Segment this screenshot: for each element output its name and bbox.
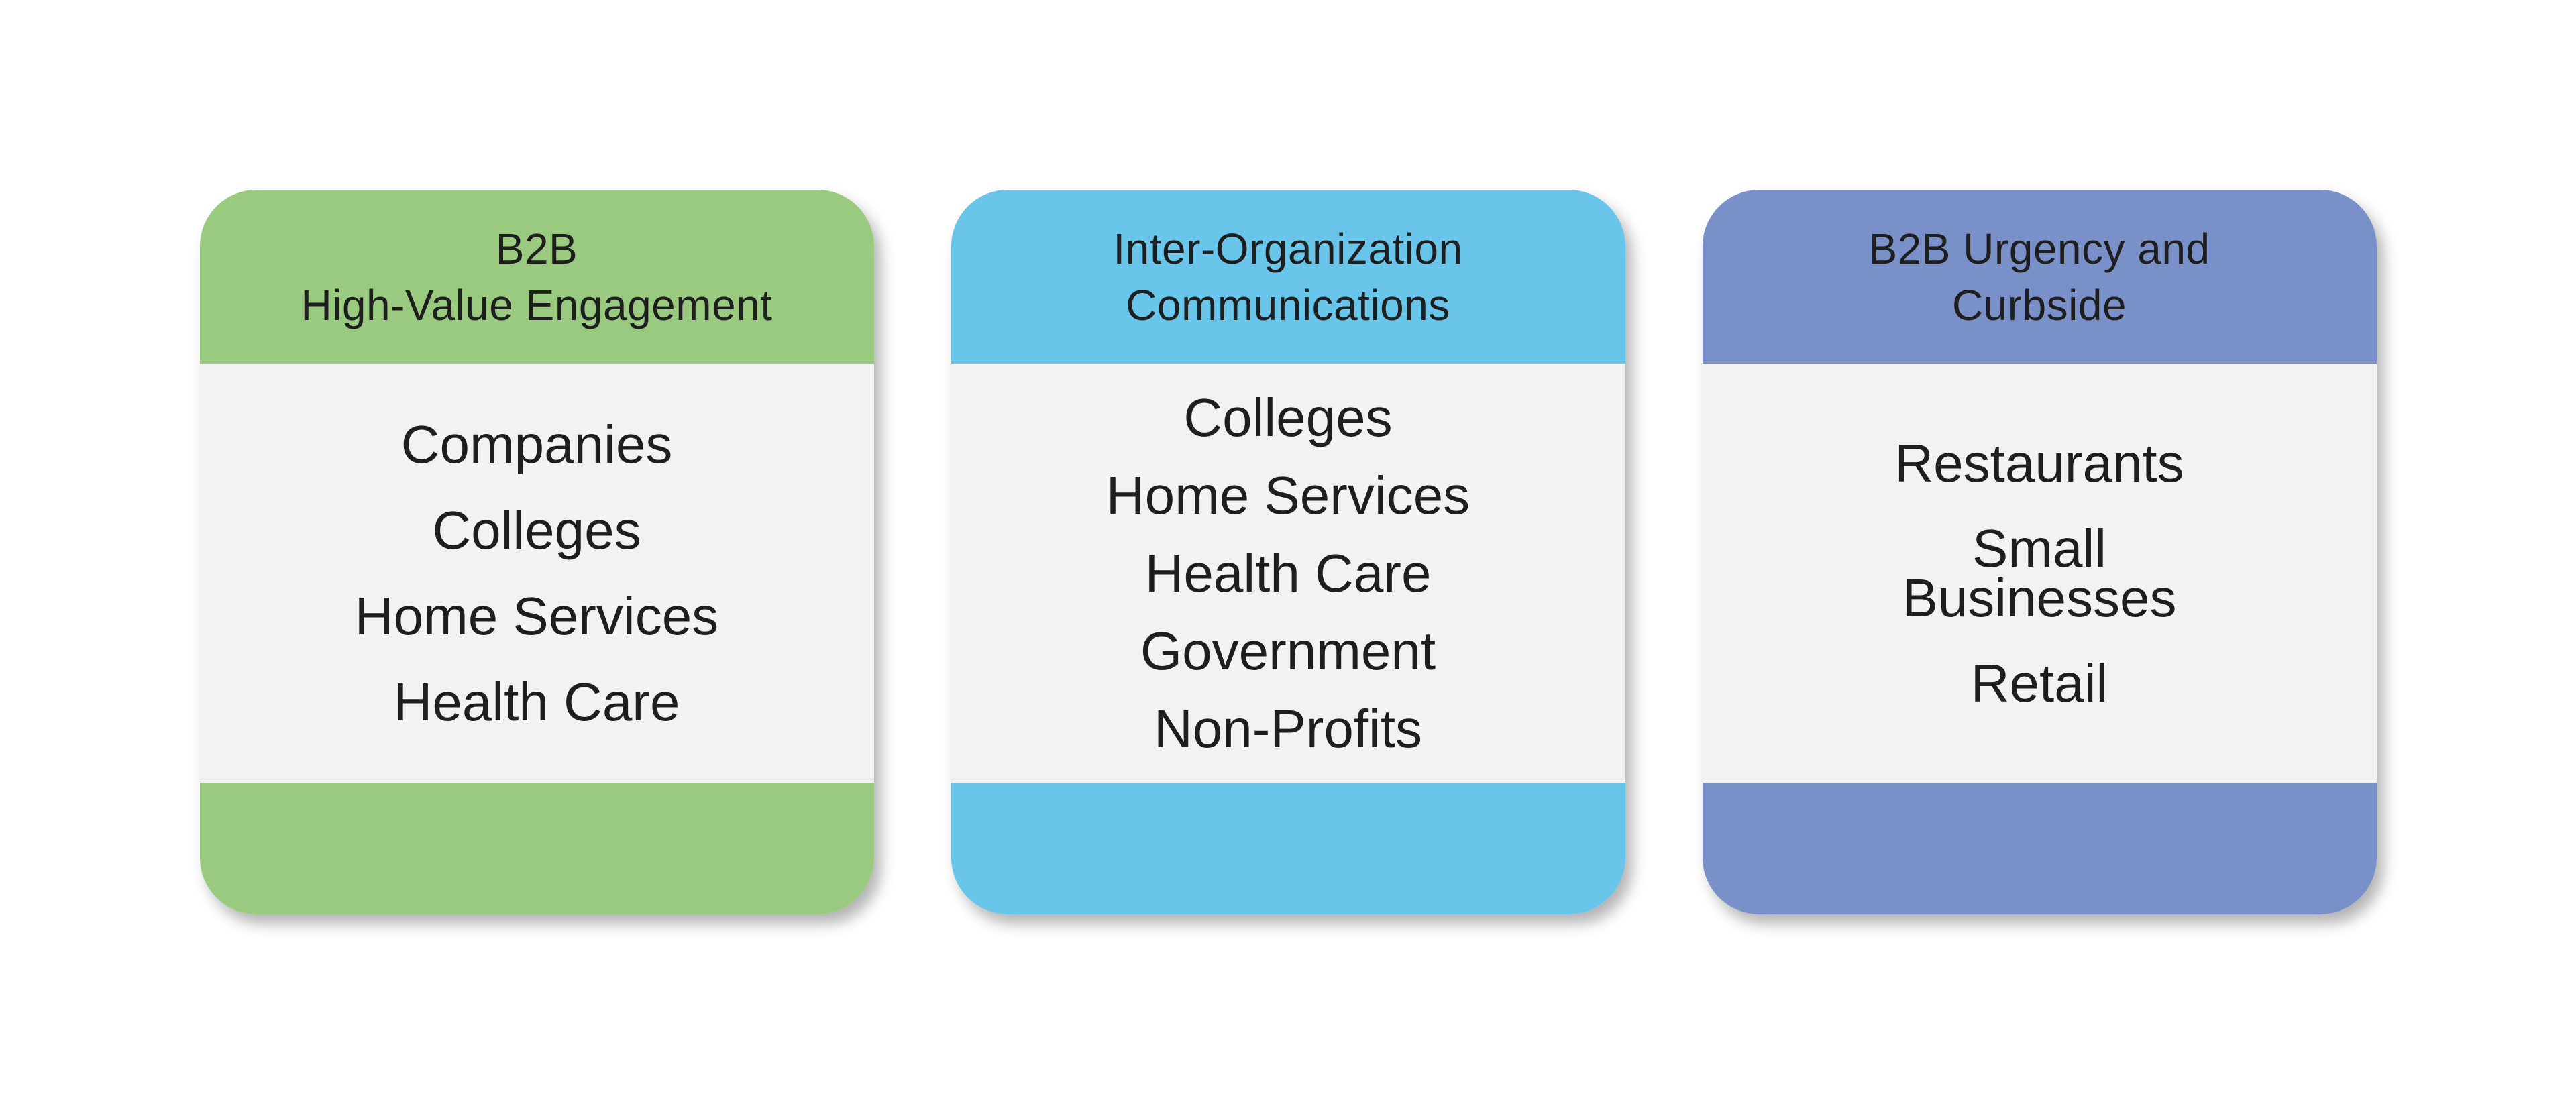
- card-title-line: Curbside: [1951, 280, 2127, 329]
- card-title-line: Communications: [1126, 280, 1450, 329]
- card-title-line: B2B: [495, 224, 578, 273]
- list-item: Retail: [1970, 653, 2108, 713]
- list-item: Colleges: [1183, 387, 1393, 447]
- list-item: Colleges: [432, 500, 641, 560]
- list-item: Companies: [400, 414, 673, 474]
- list-item: Non-Profits: [1153, 698, 1423, 759]
- card-footer-b2b-high-value-engagement: [199, 783, 874, 914]
- card-header-b2b-high-value-engagement: B2B High-Value Engagement: [199, 190, 874, 364]
- card-footer-b2b-urgency-and-curbside: [1702, 783, 2377, 914]
- card-title-line: B2B Urgency and: [1868, 224, 2210, 273]
- list-item: Health Care: [393, 671, 680, 732]
- list-item: Health Care: [1144, 543, 1432, 603]
- list-item: Government: [1140, 620, 1436, 681]
- card-footer-inter-organization-communications: [951, 783, 1625, 914]
- card-title-line: High-Value Engagement: [301, 280, 773, 329]
- list-item: Home Services: [354, 586, 719, 646]
- list-item: Restaurants: [1894, 433, 2184, 493]
- list-item: Home Services: [1106, 465, 1470, 525]
- card-title-line: Inter-Organization: [1113, 224, 1463, 273]
- list-item: Small Businesses: [1902, 518, 2177, 628]
